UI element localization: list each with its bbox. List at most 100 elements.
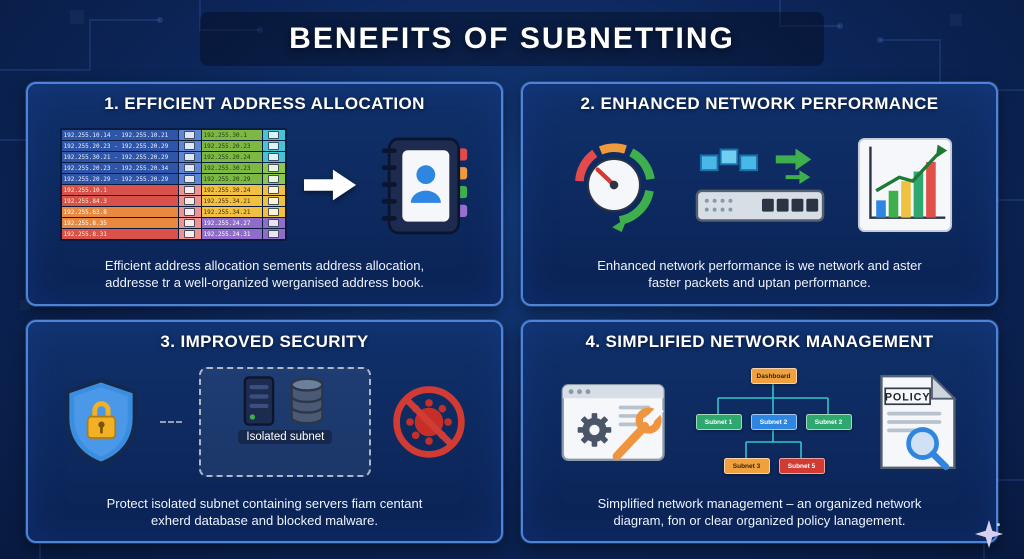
monitor-icon	[268, 153, 279, 162]
ip-cell: 192.255.30.1	[201, 130, 262, 141]
caption-line: exherd database and blocked malware.	[151, 512, 378, 528]
panel-improved-security: 3. IMPROVED SECURITY	[26, 319, 503, 543]
monitor-icon	[184, 186, 195, 195]
monitor-icon	[268, 219, 279, 228]
device-icon-cell	[262, 207, 285, 218]
caption-line: faster packets and uptan performance.	[648, 275, 871, 291]
switch-ports	[761, 198, 818, 212]
diagram-node-subnet: Subnet 1	[695, 414, 742, 431]
monitor-icon	[184, 197, 195, 206]
ip-range-cell: 192.255.20.23 - 192.255.20.29	[61, 141, 178, 152]
device-icon-cell	[178, 207, 201, 218]
device-icon-cell	[178, 130, 201, 141]
device-icon-cell	[178, 163, 201, 174]
monitor-icon	[268, 208, 279, 217]
device-icon-cell	[178, 196, 201, 207]
panel4-heading: 4. SIMPLIFIED NETWORK MANAGEMENT	[585, 331, 934, 351]
database-icon	[290, 377, 325, 425]
device-icon-cell	[178, 152, 201, 163]
panel-enhanced-network-performance: 2. ENHANCED NETWORK PERFORMANCE	[521, 82, 998, 306]
device-icon-cell	[262, 174, 285, 185]
ip-range-cell: 192.255.8.35	[61, 218, 178, 229]
subnet-icons	[243, 375, 327, 427]
ip-range-cell: 192.255.8.31	[61, 229, 178, 240]
panels-grid: 1. EFFICIENT ADDRESS ALLOCATION 192.255.…	[26, 82, 998, 543]
panel4-illustration: Dashboard Subnet 1 Subnet 2 Subnet 2 Sub…	[537, 354, 982, 491]
monitor-icon	[268, 175, 279, 184]
spiral-binding	[381, 147, 397, 221]
caption-line: addresse tr a well-organized werganised …	[105, 275, 424, 291]
caption-line: Enhanced network performance is we netwo…	[597, 258, 922, 274]
isolated-subnet-label: Isolated subnet	[238, 430, 333, 445]
browser-dots	[568, 389, 591, 395]
right-arrow-icon	[304, 169, 357, 201]
panel2-illustration	[537, 116, 982, 253]
device-icon-cell	[178, 141, 201, 152]
title-band	[200, 12, 824, 66]
ip-cell: 192.255.20.23	[201, 141, 262, 152]
wrench-icon	[612, 405, 664, 461]
ip-allocation-table: 192.255.10.14 - 192.255.10.21 192.255.30…	[59, 128, 287, 242]
panel3-caption: Protect isolated subnet containing serve…	[42, 495, 487, 529]
device-icon-cell	[262, 152, 285, 163]
contact-person-icon	[410, 164, 441, 203]
ip-cell: 192.255.24.31	[201, 229, 262, 240]
document-lines	[886, 411, 942, 433]
device-icon-cell	[178, 185, 201, 196]
monitor-icon	[184, 219, 195, 228]
device-icon-cell	[262, 218, 285, 229]
device-icon-cell	[262, 229, 285, 240]
diagram-node-subnet: Subnet 5	[778, 458, 825, 475]
monitor-icon	[184, 164, 195, 173]
device-icon-cell	[262, 141, 285, 152]
device-icon-cell	[178, 174, 201, 185]
policy-title: POLICY	[885, 392, 931, 404]
ip-cell: 192.255.24.27	[201, 218, 262, 229]
caption-line: Efficient address allocation sements add…	[104, 258, 425, 274]
panel1-caption: Efficient address allocation sements add…	[42, 257, 487, 291]
server-icon	[244, 376, 275, 426]
diagram-connectors	[716, 382, 829, 459]
monitor-icon	[184, 142, 195, 151]
device-icon-cell	[262, 130, 285, 141]
ip-cell: 192.255.34.21	[201, 196, 262, 207]
monitor-icon	[184, 175, 195, 184]
caption-line: Protect isolated subnet containing serve…	[106, 495, 423, 511]
monitor-icon	[268, 164, 279, 173]
panel1-illustration: 192.255.10.14 - 192.255.10.21 192.255.30…	[42, 116, 487, 253]
panel-efficient-address-allocation: 1. EFFICIENT ADDRESS ALLOCATION 192.255.…	[26, 82, 503, 306]
monitor-icon	[184, 131, 195, 140]
admin-tools-icon	[561, 384, 665, 462]
monitor-icon	[184, 230, 195, 239]
ip-cell: 192.255.30.24	[201, 185, 262, 196]
ip-range-cell: 192.255.20.23 - 192.255.20.34	[61, 163, 178, 174]
ip-cell: 192.255.20.29	[201, 174, 262, 185]
packet-icons	[699, 148, 758, 171]
shield-lock-icon	[64, 377, 137, 467]
panel3-illustration: Isolated subnet	[42, 354, 487, 491]
device-icon-cell	[262, 163, 285, 174]
ip-range-cell: 192.255.84.3	[61, 196, 178, 207]
monitor-icon	[184, 208, 195, 217]
panel2-heading: 2. ENHANCED NETWORK PERFORMANCE	[580, 94, 939, 113]
monitor-icon	[268, 197, 279, 206]
isolated-subnet-box: Isolated subnet	[199, 367, 372, 478]
monitor-icon	[268, 142, 279, 151]
policy-document-icon: POLICY	[880, 374, 957, 471]
diagram-node-subnet: Subnet 3	[723, 458, 770, 475]
switch-vents	[704, 198, 732, 212]
sparkle-logo-icon	[974, 519, 1004, 549]
address-book-icon	[381, 137, 467, 234]
diagram-node-dashboard: Dashboard	[750, 368, 797, 385]
device-icon-cell	[178, 229, 201, 240]
device-icon-cell	[262, 185, 285, 196]
monitor-icon	[268, 186, 279, 195]
chart-bars	[876, 161, 936, 218]
device-icon-cell	[178, 218, 201, 229]
diagram-node-subnet: Subnet 2	[750, 414, 797, 431]
ip-range-cell: 192.255.63.8	[61, 207, 178, 218]
network-switch-packets-icon	[695, 148, 824, 222]
network-diagram: Dashboard Subnet 1 Subnet 2 Subnet 2 Sub…	[694, 368, 852, 476]
ip-range-cell: 192.255.10.1	[61, 185, 178, 196]
